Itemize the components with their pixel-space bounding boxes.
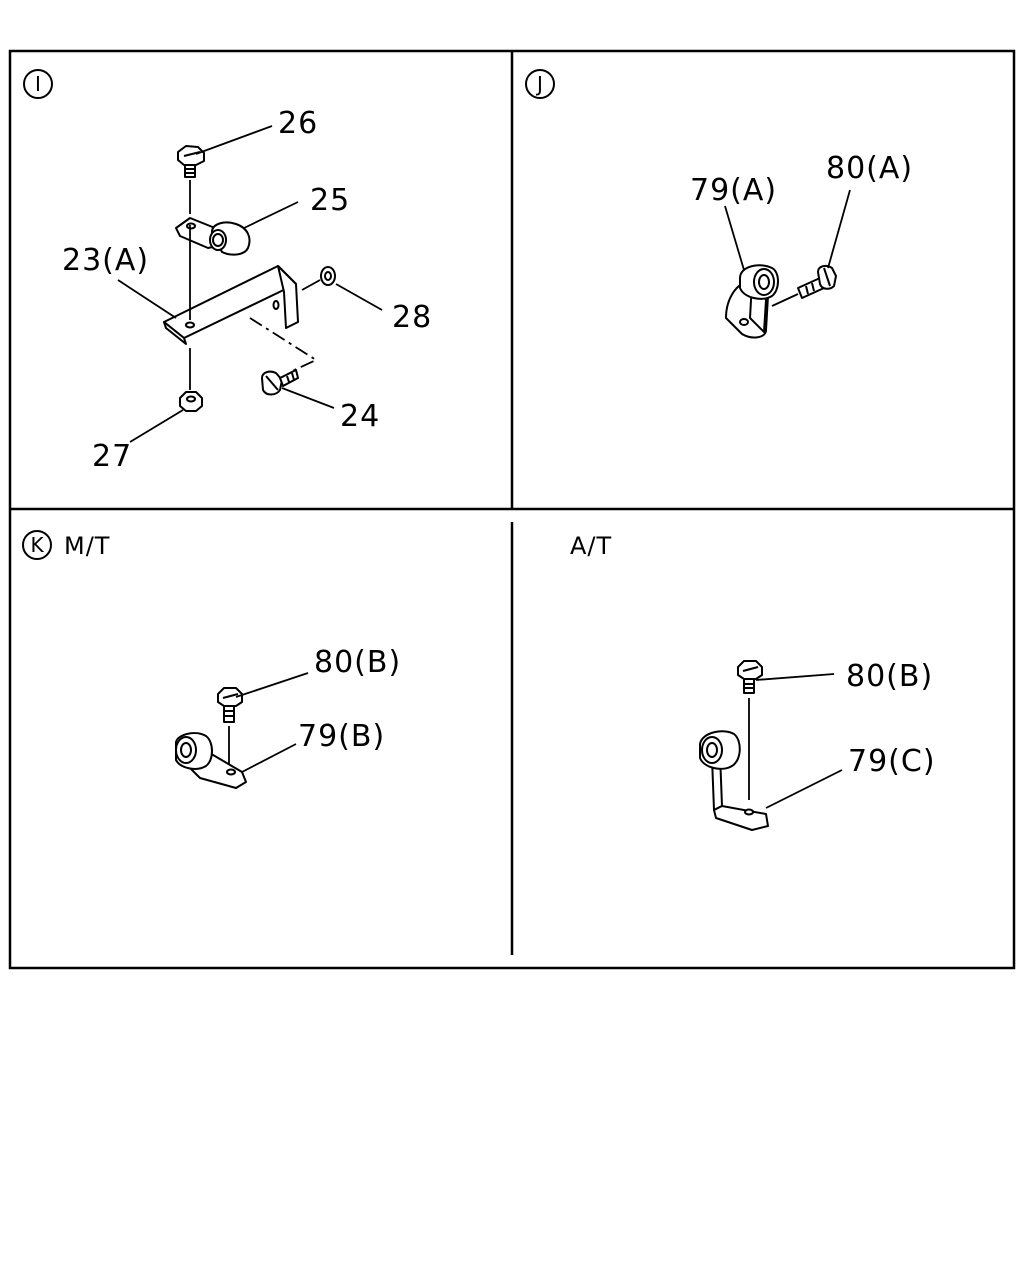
svg-text:I: I xyxy=(35,72,41,96)
bolt-80b-mt xyxy=(217,687,243,723)
bolt-26 xyxy=(177,145,205,178)
panel-i-marker: I xyxy=(23,69,53,99)
callout-28: 28 xyxy=(392,300,432,335)
callout-23a: 23(A) xyxy=(62,243,149,278)
panel-j-marker: J xyxy=(525,69,555,99)
bolt-80b-at xyxy=(737,660,763,694)
callout-26: 26 xyxy=(278,106,318,141)
panel-k: K M/T 80(B) 79(B) xyxy=(22,530,401,789)
bracket-23a xyxy=(163,265,299,345)
callout-80a: 80(A) xyxy=(826,151,913,186)
panel-i: I 26 25 xyxy=(23,69,432,474)
callout-80b-mt: 80(B) xyxy=(314,645,401,680)
panel-k-marker: K xyxy=(22,530,52,560)
bolt-24 xyxy=(261,369,299,396)
callout-25: 25 xyxy=(310,183,350,218)
panel-at-variant: A/T xyxy=(570,532,612,560)
svg-text:J: J xyxy=(535,72,543,96)
panel-k-variant: M/T xyxy=(64,532,110,560)
clip-25 xyxy=(175,217,251,256)
clip-79c xyxy=(699,730,769,831)
svg-text:K: K xyxy=(30,533,44,557)
callout-79a: 79(A) xyxy=(690,173,777,208)
callout-27: 27 xyxy=(92,439,132,474)
bolt-80a xyxy=(797,264,837,299)
callout-24: 24 xyxy=(340,399,380,434)
callout-79b: 79(B) xyxy=(298,719,385,754)
clip-79a xyxy=(725,264,779,339)
diagram-frame xyxy=(8,49,1016,970)
clip-79b xyxy=(175,732,247,789)
washer-28 xyxy=(320,266,336,286)
nut-27 xyxy=(179,391,203,412)
panel-j: J 79(A) 80(A) xyxy=(525,69,913,339)
panel-at: A/T 80(B) 79(C) xyxy=(570,532,936,831)
callout-80b-at: 80(B) xyxy=(846,659,933,694)
callout-79c: 79(C) xyxy=(848,744,936,779)
